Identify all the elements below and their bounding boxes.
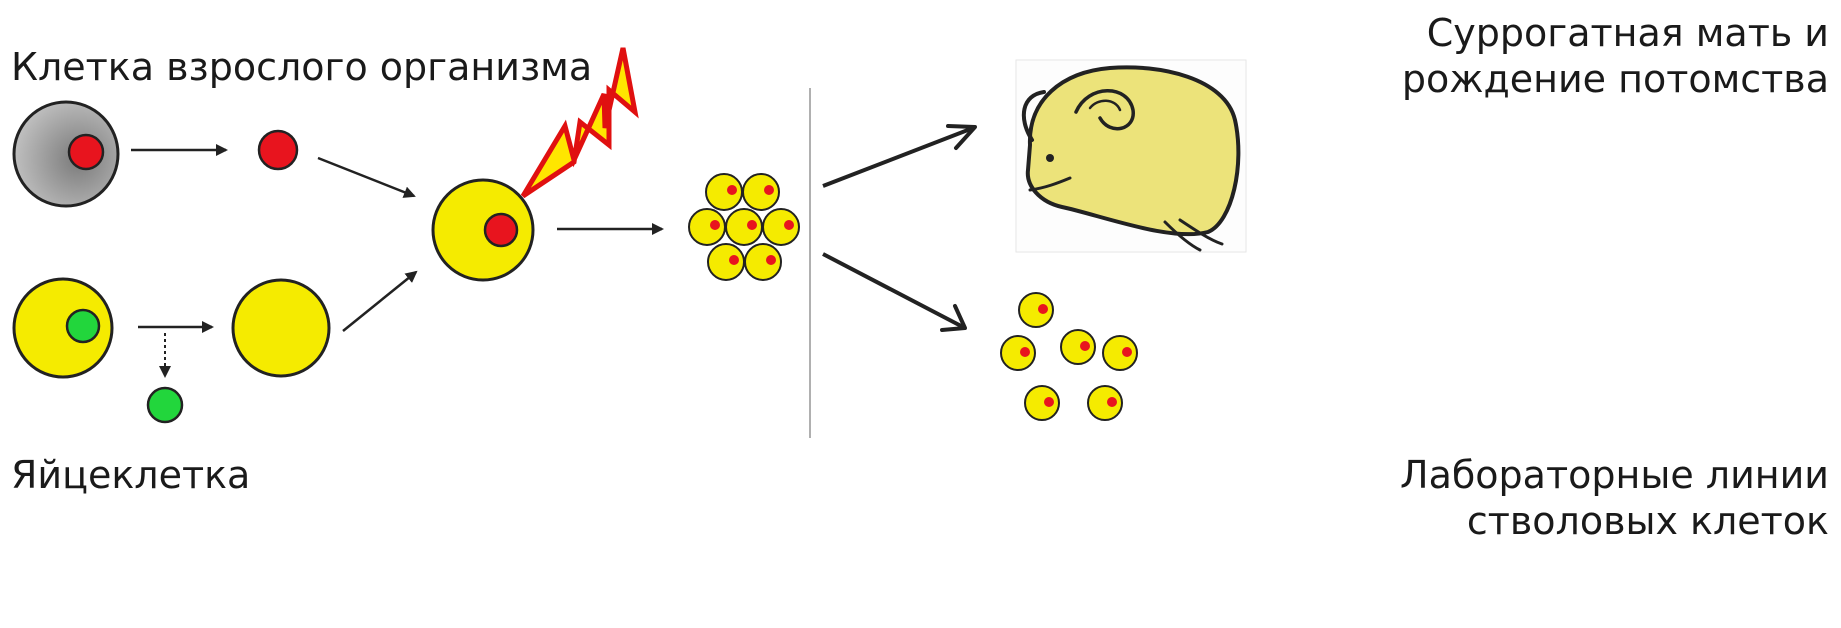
mouse-drawing-icon [1015, 59, 1247, 253]
adult-cell [12, 100, 120, 208]
stem-cell-lines [1000, 292, 1138, 421]
stem-cell [1018, 292, 1054, 328]
stem-cell [1102, 335, 1138, 371]
embryo-cell [707, 243, 745, 281]
reconstructed-cell [431, 178, 535, 282]
arrow-to-surrogate [822, 124, 977, 188]
removed-egg-nucleus [146, 386, 184, 424]
adult-cell-nucleus [67, 133, 105, 171]
embryo-cell [725, 208, 763, 246]
surrogate-label-line-2: рождение потомства [1401, 57, 1829, 101]
adult-cell-label: Клетка взрослого организма [11, 45, 593, 89]
embryo-cell [762, 208, 800, 246]
surrogate-label: Суррогатная мать и рождение потомства [1402, 10, 1829, 102]
enucleated-egg [231, 278, 331, 378]
embryo-cell [705, 173, 743, 211]
reconstructed-cell-nucleus [483, 212, 519, 248]
stem-cell [1024, 385, 1060, 421]
arrow-to-stem-cells [822, 252, 967, 332]
embryo-cell [744, 243, 782, 281]
arrow-nucleus-to-egg [317, 156, 416, 198]
stem-cell [1000, 335, 1036, 371]
stem-cell [1087, 385, 1123, 421]
stem-cells-label: Лабораторные линии стволовых клеток [1400, 452, 1829, 544]
stem-cell [1060, 329, 1096, 365]
egg-cell [12, 277, 114, 379]
extracted-nucleus [257, 129, 299, 171]
embryo-cell [742, 173, 780, 211]
lightning-bolt-icon [520, 47, 639, 199]
arrow-egg-to-fusion [342, 270, 418, 332]
stem-cells-label-line-2: стволовых клеток [1466, 499, 1829, 543]
egg-cell-nucleus [65, 308, 101, 344]
embryo-cell [688, 208, 726, 246]
surrogate-label-line-1: Суррогатная мать и [1426, 11, 1829, 55]
egg-cell-label: Яйцеклетка [11, 453, 251, 497]
embryo-cluster [688, 173, 800, 281]
stem-cells-label-line-1: Лабораторные линии [1400, 453, 1829, 497]
